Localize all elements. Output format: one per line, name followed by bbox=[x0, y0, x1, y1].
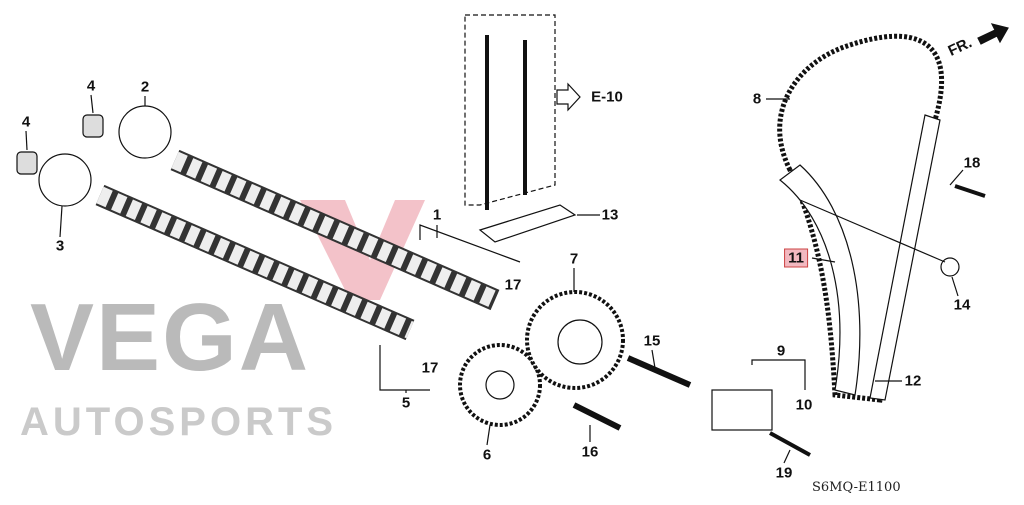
arrow-outline-icon bbox=[556, 82, 581, 112]
callout-13: 13 bbox=[601, 206, 619, 224]
cam-chain-8 bbox=[777, 33, 945, 403]
callout-12: 12 bbox=[904, 372, 922, 390]
chain-guide-12 bbox=[869, 114, 941, 401]
reference-e10: E-10 bbox=[591, 88, 623, 106]
callout-19: 19 bbox=[775, 464, 793, 482]
seal-4b bbox=[16, 151, 38, 175]
plate-13 bbox=[478, 204, 577, 243]
callout-2: 2 bbox=[140, 78, 150, 96]
callout-1: 1 bbox=[432, 206, 442, 224]
bolt-14 bbox=[940, 257, 960, 277]
callout-4: 4 bbox=[21, 113, 31, 131]
callout-6: 6 bbox=[482, 446, 492, 464]
watermark-vega: VEGA bbox=[30, 284, 311, 391]
front-arrow-icon bbox=[977, 23, 1009, 45]
tensioner-arm-11 bbox=[779, 164, 861, 396]
callout-18: 18 bbox=[963, 154, 981, 172]
bolt-19 bbox=[769, 431, 811, 457]
callout-15: 15 bbox=[643, 332, 661, 350]
tensioner-9 bbox=[711, 389, 773, 431]
dashed-outline bbox=[464, 14, 556, 206]
bolt-15 bbox=[626, 355, 692, 388]
callout-7: 7 bbox=[569, 250, 579, 268]
callout-17: 17 bbox=[504, 276, 522, 294]
diagram-code: S6MQ-E1100 bbox=[812, 480, 901, 495]
bolt-16 bbox=[572, 402, 622, 431]
callout-5: 5 bbox=[401, 394, 411, 412]
callout-10: 10 bbox=[795, 396, 813, 414]
callout-17: 17 bbox=[421, 359, 439, 377]
watermark-autosports: AUTOSPORTS bbox=[20, 400, 338, 444]
callout-3: 3 bbox=[55, 237, 65, 255]
plate-2 bbox=[118, 105, 172, 159]
callout-9: 9 bbox=[776, 342, 786, 360]
callout-11-highlighted: 11 bbox=[784, 248, 808, 268]
plate-3 bbox=[38, 153, 92, 207]
bolt-18 bbox=[954, 184, 986, 198]
callout-8: 8 bbox=[752, 90, 762, 108]
callout-4: 4 bbox=[86, 77, 96, 95]
seal-4 bbox=[82, 114, 104, 138]
callout-16: 16 bbox=[581, 443, 599, 461]
callout-14: 14 bbox=[953, 296, 971, 314]
